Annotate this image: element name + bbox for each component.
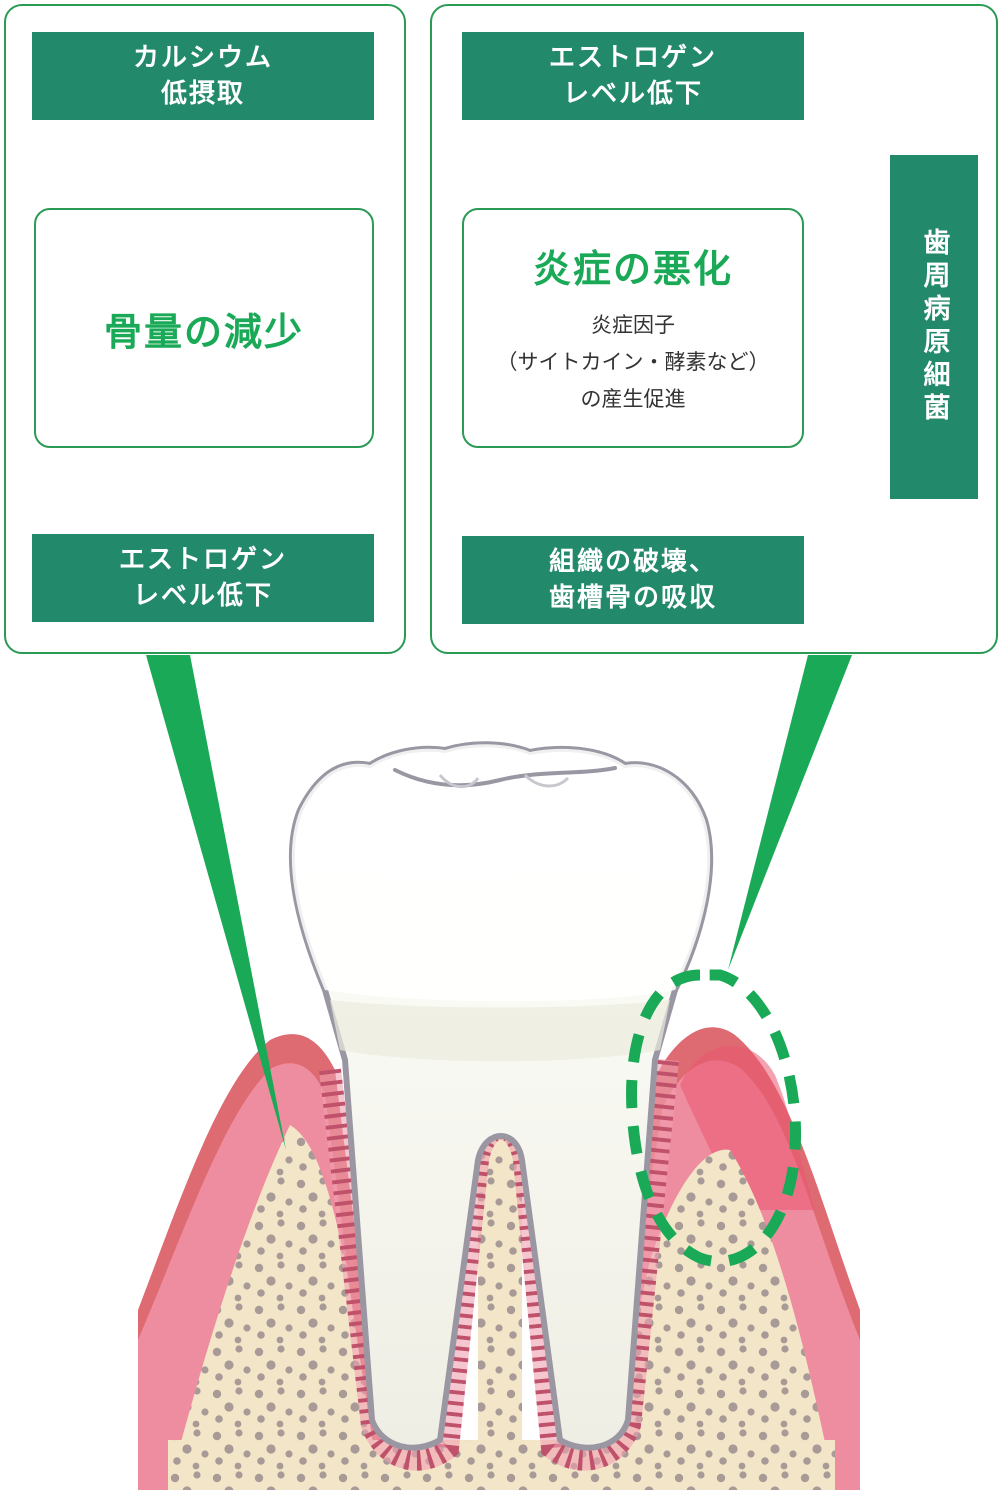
right-top-label-text: エストロゲン レベル低下 bbox=[548, 43, 717, 109]
left-main-label: 骨量の減少 bbox=[103, 309, 304, 354]
alveolar-bone-right bbox=[600, 1149, 835, 1490]
interradicular-bone bbox=[478, 1136, 522, 1490]
inflammation-dashed-outline bbox=[626, 969, 802, 1268]
gum-inflamed-area bbox=[680, 1045, 815, 1210]
left-top-label-text: カルシウム 低摂取 bbox=[132, 43, 273, 109]
side-label-text: 歯周病原細菌 bbox=[918, 228, 950, 426]
side-label-bacteria: 歯周病原細菌 bbox=[890, 155, 978, 499]
right-bottom-label-text: 組織の破壊、 歯槽骨の吸収 bbox=[548, 547, 717, 613]
alveolar-bone bbox=[168, 1125, 380, 1490]
left-bottom-label: エストロゲン レベル低下 bbox=[32, 534, 374, 622]
left-top-label: カルシウム 低摂取 bbox=[32, 32, 374, 120]
tooth-cusp-line bbox=[393, 766, 617, 788]
right-main-box: 炎症の悪化 炎症因子 （サイトカイン・酵素など） の産生促進 bbox=[462, 208, 804, 448]
right-top-label: エストロゲン レベル低下 bbox=[462, 32, 804, 120]
left-bottom-label-text: エストロゲン レベル低下 bbox=[118, 545, 287, 611]
callout-pointer-right bbox=[728, 655, 852, 970]
left-main-box: 骨量の減少 bbox=[34, 208, 374, 448]
callout-pointer-left bbox=[146, 655, 286, 1150]
right-main-label: 炎症の悪化 bbox=[532, 247, 733, 291]
right-bottom-label: 組織の破壊、 歯槽骨の吸収 bbox=[462, 536, 804, 624]
tooth-crown bbox=[291, 744, 711, 1002]
right-main-sub: 炎症因子 （サイトカイン・酵素など） の産生促進 bbox=[496, 313, 770, 411]
